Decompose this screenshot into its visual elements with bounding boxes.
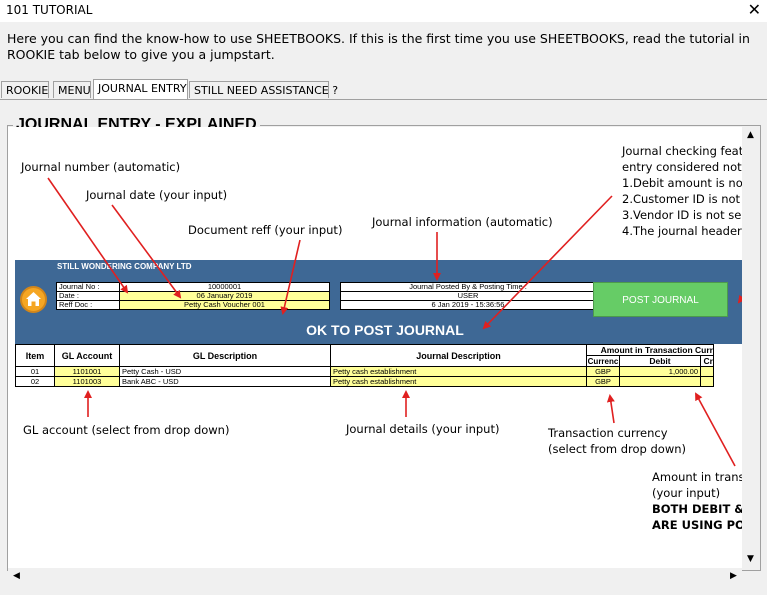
- annotation-journal-information: Journal information (automatic): [372, 215, 553, 229]
- cell-gl-account: 1101001: [54, 366, 120, 377]
- journal-lines-table: Item GL Account GL Description Journal D…: [15, 344, 714, 387]
- scroll-down-icon[interactable]: ▼: [742, 551, 759, 568]
- annotation-transaction-currency-sub: (select from drop down): [548, 442, 687, 456]
- cell-debit: 1,000.00: [619, 366, 701, 377]
- cell-journal-description: Petty cash establishment: [330, 376, 587, 387]
- reff-doc-label: Reff Doc :: [56, 300, 120, 310]
- cell-gl-description: Petty Cash - USD: [119, 366, 331, 377]
- horizontal-scrollbar[interactable]: ◀ ▶: [8, 568, 742, 585]
- status-banner: OK TO POST JOURNAL: [306, 322, 464, 338]
- col-currency: Currenc: [586, 355, 620, 367]
- cell-gl-description: Bank ABC - USD: [119, 376, 331, 387]
- posting-time: 6 Jan 2019 - 15:36:56: [340, 300, 596, 310]
- annotation-amount-note: ARE USING POSI: [652, 518, 742, 532]
- title-bar: 101 TUTORIAL ✕: [0, 0, 767, 22]
- reff-doc-value: Petty Cash Voucher 001: [119, 300, 330, 310]
- col-debit: Debit: [619, 355, 701, 367]
- annotation-document-reff: Document reff (your input): [188, 223, 343, 237]
- journal-header-table: Journal No : 10000001 Journal Posted By …: [56, 282, 596, 310]
- annotation-checking-line: 2.Customer ID is not se: [622, 192, 742, 206]
- tab-rookie[interactable]: ROOKIE: [1, 81, 49, 98]
- cell-item: 02: [15, 376, 55, 387]
- annotation-amount-note: BOTH DEBIT & CI: [652, 502, 742, 516]
- tab-journal-entry[interactable]: JOURNAL ENTRY: [93, 79, 188, 99]
- cell-currency: GBP: [586, 366, 620, 377]
- cell-gl-account: 1101003: [54, 376, 120, 387]
- annotation-gl-account: GL account (select from drop down): [23, 423, 230, 437]
- cell-journal-description: Petty cash establishment: [330, 366, 587, 377]
- col-item: Item: [15, 344, 55, 367]
- home-icon: [20, 286, 47, 313]
- col-gl-description: GL Description: [119, 344, 331, 367]
- tutorial-image-area: Journal number (automatic) Journal date …: [8, 127, 742, 568]
- annotation-amount-sub: (your input): [652, 486, 721, 500]
- window-title: 101 TUTORIAL: [6, 3, 93, 17]
- annotation-checking-line: 1.Debit amount is not: [622, 176, 742, 190]
- annotation-transaction-currency: Transaction currency: [548, 426, 668, 440]
- tab-still-need-assistance[interactable]: STILL NEED ASSISTANCE ?: [189, 81, 338, 98]
- company-name: STILL WONDERING COMPANY LTD: [57, 262, 192, 271]
- cell-credit: [700, 376, 714, 387]
- intro-text: Here you can find the know-how to use SH…: [7, 31, 750, 62]
- scroll-right-icon[interactable]: ▶: [725, 568, 742, 585]
- annotation-checking-line: 3.Vendor ID is not sele: [622, 208, 742, 222]
- annotation-journal-details: Journal details (your input): [346, 422, 500, 436]
- col-credit: Cr: [700, 355, 714, 367]
- cell-debit: [619, 376, 701, 387]
- annotation-amount: Amount in transa: [652, 470, 742, 484]
- col-journal-description: Journal Description: [330, 344, 587, 367]
- cell-item: 01: [15, 366, 55, 377]
- table-row: 02 1101003 Bank ABC - USD Petty cash est…: [15, 376, 714, 387]
- scroll-up-icon[interactable]: ▲: [742, 127, 759, 144]
- vertical-scrollbar[interactable]: ▲ ▼: [742, 127, 759, 568]
- annotation-checking-line: entry considered not c: [622, 160, 742, 174]
- annotation-journal-number: Journal number (automatic): [21, 160, 181, 174]
- annotation-checking-line: Journal checking featu: [622, 144, 742, 158]
- cell-currency: GBP: [586, 376, 620, 387]
- col-amount-group: Amount in Transaction Curr: [586, 344, 714, 356]
- close-icon[interactable]: ✕: [747, 0, 761, 19]
- annotation-journal-date: Journal date (your input): [86, 188, 228, 202]
- tab-menu[interactable]: MENU: [53, 81, 91, 98]
- post-journal-button: POST JOURNAL: [593, 282, 728, 317]
- annotation-checking-line: 4.The journal header is: [622, 224, 742, 238]
- table-row: 01 1101001 Petty Cash - USD Petty cash e…: [15, 366, 714, 377]
- journal-sheet: STILL WONDERING COMPANY LTD Journal No :…: [15, 260, 742, 344]
- scroll-left-icon[interactable]: ◀: [8, 568, 25, 585]
- cell-credit: [700, 366, 714, 377]
- col-gl-account: GL Account: [54, 344, 120, 367]
